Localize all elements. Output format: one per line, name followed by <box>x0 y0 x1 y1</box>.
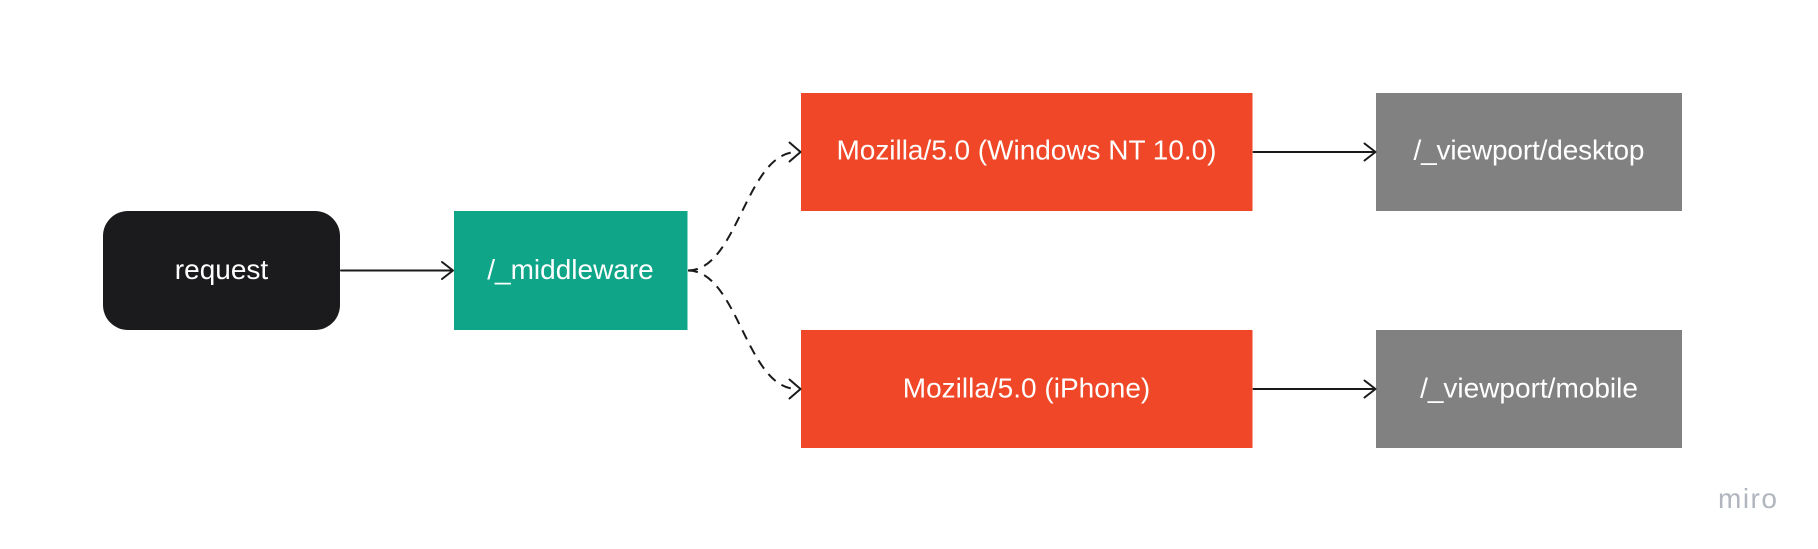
svg-text:Mozilla/5.0 (Windows NT 10.0): Mozilla/5.0 (Windows NT 10.0) <box>837 135 1217 166</box>
svg-text:Mozilla/5.0 (iPhone): Mozilla/5.0 (iPhone) <box>903 373 1151 404</box>
svg-text:/_viewport/desktop: /_viewport/desktop <box>1414 135 1645 166</box>
svg-text:/_viewport/mobile: /_viewport/mobile <box>1420 373 1638 404</box>
svg-text:request: request <box>175 254 269 285</box>
svg-text:/_middleware: /_middleware <box>487 254 654 285</box>
svg-text:miro: miro <box>1718 483 1778 514</box>
